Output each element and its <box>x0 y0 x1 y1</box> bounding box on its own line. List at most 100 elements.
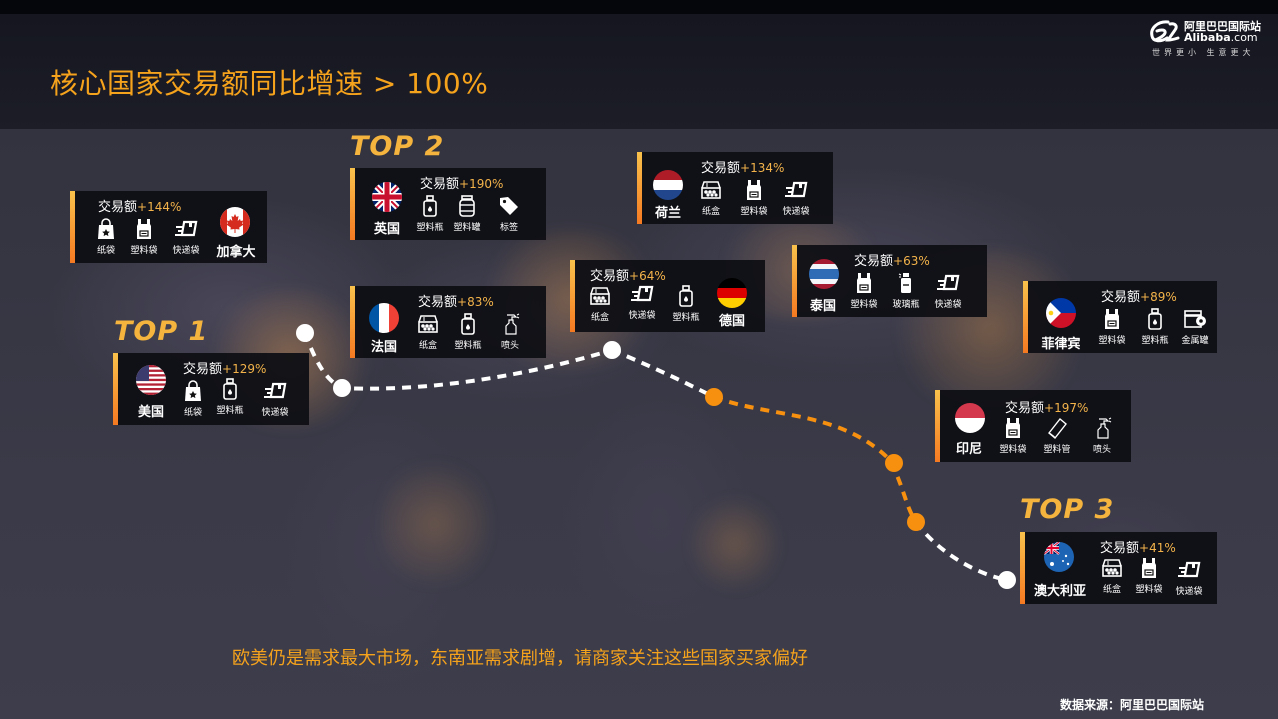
plastic-tube-icon <box>1045 416 1069 440</box>
express-bag-icon <box>784 178 808 202</box>
country-card-uk[interactable]: 交易额+190% 英国 塑料瓶 塑料罐 标签 <box>350 168 546 240</box>
trade-growth: 交易额+144% <box>98 200 182 215</box>
route-node <box>705 388 723 406</box>
canada-flag-icon <box>220 207 250 237</box>
product-item: 纸盒 <box>689 178 733 217</box>
product-item: 塑料罐 <box>445 194 489 233</box>
route-node <box>885 454 903 472</box>
paper-box-icon <box>588 284 612 308</box>
country-card-indonesia[interactable]: 交易额+197% 印尼 塑料袋 塑料管 喷头 <box>935 390 1131 462</box>
paper-bag-icon <box>181 379 205 403</box>
trade-growth: 交易额+134% <box>701 161 785 176</box>
product-item: 塑料瓶 <box>1133 307 1177 346</box>
trade-growth: 交易额+83% <box>418 295 494 310</box>
product-item: 塑料袋 <box>122 217 166 256</box>
product-item: 塑料瓶 <box>664 284 708 323</box>
plastic-bottle-icon <box>418 194 442 218</box>
rank-top1: TOP 1 <box>114 316 209 347</box>
express-bag-icon <box>174 217 198 241</box>
country-name: 印尼 <box>955 442 982 457</box>
product-item: 纸盒 <box>578 284 622 323</box>
country-name: 法国 <box>370 340 397 355</box>
plastic-bag-icon <box>742 178 766 202</box>
card-accent-bar <box>792 245 797 317</box>
country-card-france[interactable]: 交易额+83% 法国 纸盒 塑料瓶 喷头 <box>350 286 546 358</box>
alibaba-logo-icon <box>1150 20 1180 43</box>
card-accent-bar <box>570 260 575 332</box>
country-name: 泰国 <box>809 299 836 314</box>
plastic-bag-icon <box>1100 307 1124 331</box>
trade-growth: 交易额+63% <box>854 254 930 269</box>
card-accent-bar <box>935 390 940 462</box>
page-title: 核心国家交易额同比增速 > 100% <box>50 67 489 100</box>
data-source: 数据来源：阿里巴巴国际站 <box>1060 698 1205 712</box>
route-node <box>296 324 314 342</box>
route-node <box>333 379 351 397</box>
product-item: 纸袋 <box>84 217 128 256</box>
country-name: 加拿大 <box>216 245 256 260</box>
product-item: 标签 <box>487 194 531 233</box>
paper-bag-icon <box>94 217 118 241</box>
route-node <box>998 571 1016 589</box>
product-item: 快递袋 <box>774 178 818 217</box>
tag-icon <box>497 194 521 218</box>
country-card-netherlands[interactable]: 交易额+134% 荷兰 纸盒 塑料袋 快递袋 <box>637 152 833 224</box>
netherlands-flag-icon <box>653 170 683 200</box>
country-card-usa[interactable]: 交易额+129% 美国 纸袋 塑料瓶 快递袋 <box>113 353 309 425</box>
product-item: 塑料袋 <box>991 416 1035 455</box>
plastic-bag-icon <box>1001 416 1025 440</box>
product-item: 快递袋 <box>1167 558 1211 597</box>
paper-box-icon <box>416 312 440 336</box>
country-name: 美国 <box>137 405 164 420</box>
france-flag-icon <box>369 303 399 333</box>
glass-bottle-icon <box>894 271 918 295</box>
product-item: 塑料瓶 <box>208 377 252 416</box>
country-name: 菲律宾 <box>1041 337 1081 352</box>
product-item: 纸盒 <box>406 312 450 351</box>
country-card-thailand[interactable]: 交易额+63% 泰国 塑料袋 玻璃瓶 快递袋 <box>792 245 987 317</box>
product-item: 塑料瓶 <box>408 194 452 233</box>
paper-box-icon <box>1100 556 1124 580</box>
plastic-bottle-icon <box>674 284 698 308</box>
product-item: 塑料袋 <box>732 178 776 217</box>
summary-note: 欧美仍是需求最大市场，东南亚需求剧增，请商家关注这些国家买家偏好 <box>232 648 808 669</box>
product-item: 快递袋 <box>926 271 970 310</box>
plastic-bag-icon <box>852 271 876 295</box>
product-item: 快递袋 <box>253 379 297 418</box>
product-item: 金属罐 <box>1173 307 1217 346</box>
country-name: 德国 <box>718 314 745 329</box>
plastic-bottle-icon <box>1143 307 1167 331</box>
paper-box-icon <box>699 178 723 202</box>
product-item: 纸盒 <box>1090 556 1134 595</box>
country-card-germany[interactable]: 交易额+64% 纸盒 快递袋 塑料瓶 德国 <box>570 260 765 332</box>
card-accent-bar <box>1020 532 1025 604</box>
express-bag-icon <box>630 282 654 306</box>
product-item: 快递袋 <box>164 217 208 256</box>
australia-flag-icon <box>1044 542 1074 572</box>
country-name: 荷兰 <box>654 206 681 221</box>
philippines-flag-icon <box>1046 298 1076 328</box>
metal-can-icon <box>1183 307 1207 331</box>
rank-top3: TOP 3 <box>1020 494 1115 525</box>
country-card-philippines[interactable]: 交易额+89% 菲律宾 塑料袋 塑料瓶 金属罐 <box>1023 281 1217 353</box>
card-accent-bar <box>70 191 75 263</box>
country-name: 澳大利亚 <box>1033 584 1086 599</box>
product-item: 塑料管 <box>1035 416 1079 455</box>
logo-cn-text: 阿里巴巴国际站 <box>1184 20 1261 33</box>
top-bar <box>0 0 1278 14</box>
logo-slogan: 世界更小 生意更大 <box>1152 48 1255 57</box>
product-item: 喷头 <box>488 312 532 351</box>
country-card-canada[interactable]: 交易额+144% 纸袋 塑料袋 快递袋 加拿大 <box>70 191 267 263</box>
express-bag-icon <box>263 379 287 403</box>
card-accent-bar <box>1023 281 1028 353</box>
trade-growth: 交易额+41% <box>1100 541 1176 556</box>
product-item: 塑料袋 <box>1090 307 1134 346</box>
plastic-bag-icon <box>1137 556 1161 580</box>
germany-flag-icon <box>717 278 747 308</box>
express-bag-icon <box>936 271 960 295</box>
plastic-bottle-icon <box>218 377 242 401</box>
trade-growth: 交易额+190% <box>420 177 504 192</box>
country-card-australia[interactable]: 交易额+41% 澳大利亚 纸盒 塑料袋 快递袋 <box>1020 532 1217 604</box>
